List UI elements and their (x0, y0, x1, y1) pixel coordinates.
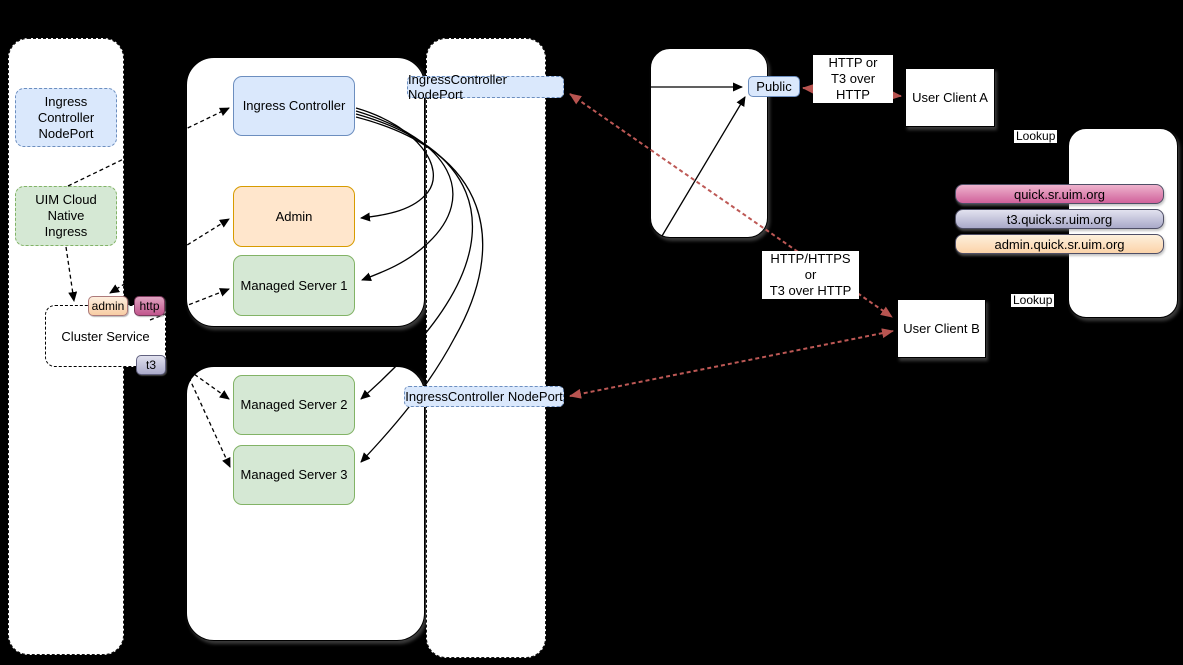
managed-server-3-node: Managed Server 3 (233, 445, 355, 505)
user-client-b-box: User Client B (897, 299, 986, 358)
user-client-b-label: User Client B (903, 321, 980, 336)
port-tag-t3: t3 (136, 355, 166, 375)
client-b-protocol-label: HTTP/HTTPS or T3 over HTTP (762, 251, 859, 299)
user-client-a-label: User Client A (912, 90, 988, 105)
port-tag-http: http (134, 296, 165, 316)
ingress-controller-nodeport-service: Ingress Controller NodePort (15, 88, 117, 147)
user-client-a-box: User Client A (905, 68, 995, 127)
admin-server-node: Admin (233, 186, 355, 247)
nodeport-label-bottom: IngressController NodePort (404, 386, 564, 407)
lookup-label-b: Lookup (1011, 293, 1055, 307)
nodeport-label-top: IngressController NodePort (407, 72, 564, 102)
managed-server-1-node: Managed Server 1 (233, 255, 355, 316)
lookup-label-a: Lookup (1014, 129, 1058, 143)
ingress-controller-node: Ingress Controller (233, 76, 355, 136)
public-endpoint-label: Public (748, 76, 800, 97)
cluster-service-label: Cluster Service (61, 328, 150, 344)
dns-record-quick: quick.sr.uim.org (955, 184, 1164, 204)
dns-record-t3-quick: t3.quick.sr.uim.org (955, 209, 1164, 229)
port-tag-admin: admin (88, 296, 128, 316)
nodeport-lane-container (426, 38, 546, 658)
dns-record-admin-quick: admin.quick.sr.uim.org (955, 234, 1164, 254)
managed-server-2-node: Managed Server 2 (233, 375, 355, 435)
uim-cloud-native-ingress: UIM Cloud Native Ingress (15, 186, 117, 246)
edge-user-client-b-to-nodeport-bottom (569, 328, 894, 399)
client-a-protocol-label: HTTP or T3 over HTTP (813, 55, 893, 103)
